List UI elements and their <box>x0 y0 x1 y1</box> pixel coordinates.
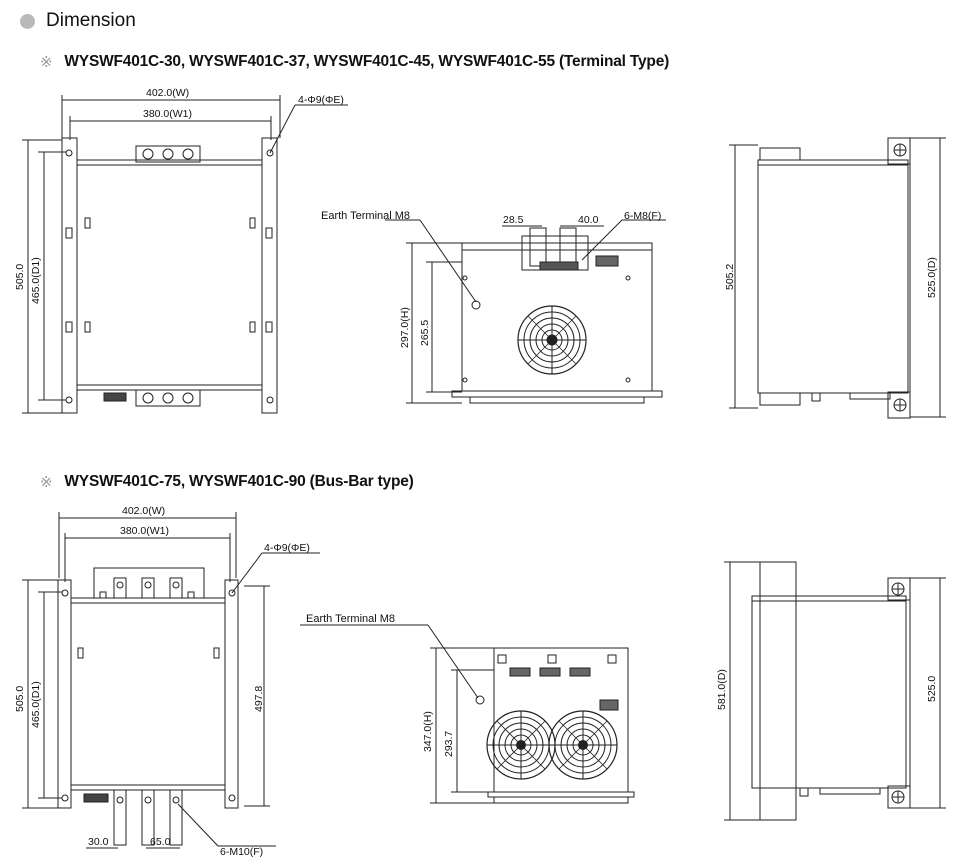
bullet-icon <box>20 13 35 29</box>
section-1-title: ※ WYSWF401C-30, WYSWF401C-37, WYSWF401C-… <box>40 53 669 71</box>
side-view-busbar-type <box>300 624 635 804</box>
dim-height-body-2: 497.8 <box>253 686 265 712</box>
dim-screws: 6-M8(F) <box>624 210 661 222</box>
dim-width-total: 402.0(W) <box>146 87 189 99</box>
dimension-header: Dimension <box>20 10 136 32</box>
section-1-title-text: WYSWF401C-30, WYSWF401C-37, WYSWF401C-45… <box>64 53 670 70</box>
dim-pitch-a: 28.5 <box>503 214 524 226</box>
fan-icon <box>548 710 618 780</box>
dim-depth-total-2: 581.0(D) <box>716 669 728 710</box>
dim-depth-body: 505.2 <box>724 264 736 290</box>
dim-side-height-body: 265.5 <box>419 320 431 346</box>
dim-pitch-b-2: 65.0 <box>150 836 171 848</box>
depth-view-terminal-type <box>729 137 946 419</box>
label-earth-terminal-2: Earth Terminal M8 <box>306 613 395 625</box>
dim-pitch-b: 40.0 <box>578 214 599 226</box>
depth-view-busbar-type <box>724 561 946 821</box>
dim-holes-2: 4-Φ9(ΦE) <box>264 542 310 554</box>
dim-height-total-2: 505.0 <box>14 686 26 712</box>
front-view-busbar-type <box>22 512 320 849</box>
dim-height-total: 505.0 <box>14 264 26 290</box>
dim-width-total-2: 402.0(W) <box>122 505 165 517</box>
dim-depth-total: 525.0(D) <box>926 257 938 298</box>
label-earth-terminal: Earth Terminal M8 <box>321 210 410 222</box>
mount-hole-icon <box>893 398 907 412</box>
dim-holes: 4-Φ9(ΦE) <box>298 94 344 106</box>
page-title: Dimension <box>46 10 136 31</box>
reference-mark-icon: ※ <box>40 474 53 491</box>
dim-screws-2: 6-M10(F) <box>220 846 263 858</box>
fan-icon <box>486 710 556 780</box>
mount-hole-icon <box>891 582 905 596</box>
dim-width-mount: 380.0(W1) <box>143 108 192 120</box>
section-2-title: ※ WYSWF401C-75, WYSWF401C-90 (Bus-Bar ty… <box>40 473 414 491</box>
side-view-terminal-type <box>385 219 666 404</box>
reference-mark-icon: ※ <box>40 54 53 71</box>
dim-side-height-total-2: 347.0(H) <box>422 711 434 752</box>
mount-hole-icon <box>891 790 905 804</box>
dim-width-mount-2: 380.0(W1) <box>120 525 169 537</box>
dim-pitch-a-2: 30.0 <box>88 836 109 848</box>
dim-side-height-body-2: 293.7 <box>443 731 455 757</box>
front-view-terminal-type <box>22 95 348 414</box>
dim-side-height-total: 297.0(H) <box>399 307 411 348</box>
dim-height-mount-2: 465.0(D1) <box>30 681 42 728</box>
dim-depth-body-2: 525.0 <box>926 676 938 702</box>
mount-hole-icon <box>893 143 907 157</box>
section-2-title-text: WYSWF401C-75, WYSWF401C-90 (Bus-Bar type… <box>64 473 414 490</box>
dim-height-mount: 465.0(D1) <box>30 257 42 304</box>
